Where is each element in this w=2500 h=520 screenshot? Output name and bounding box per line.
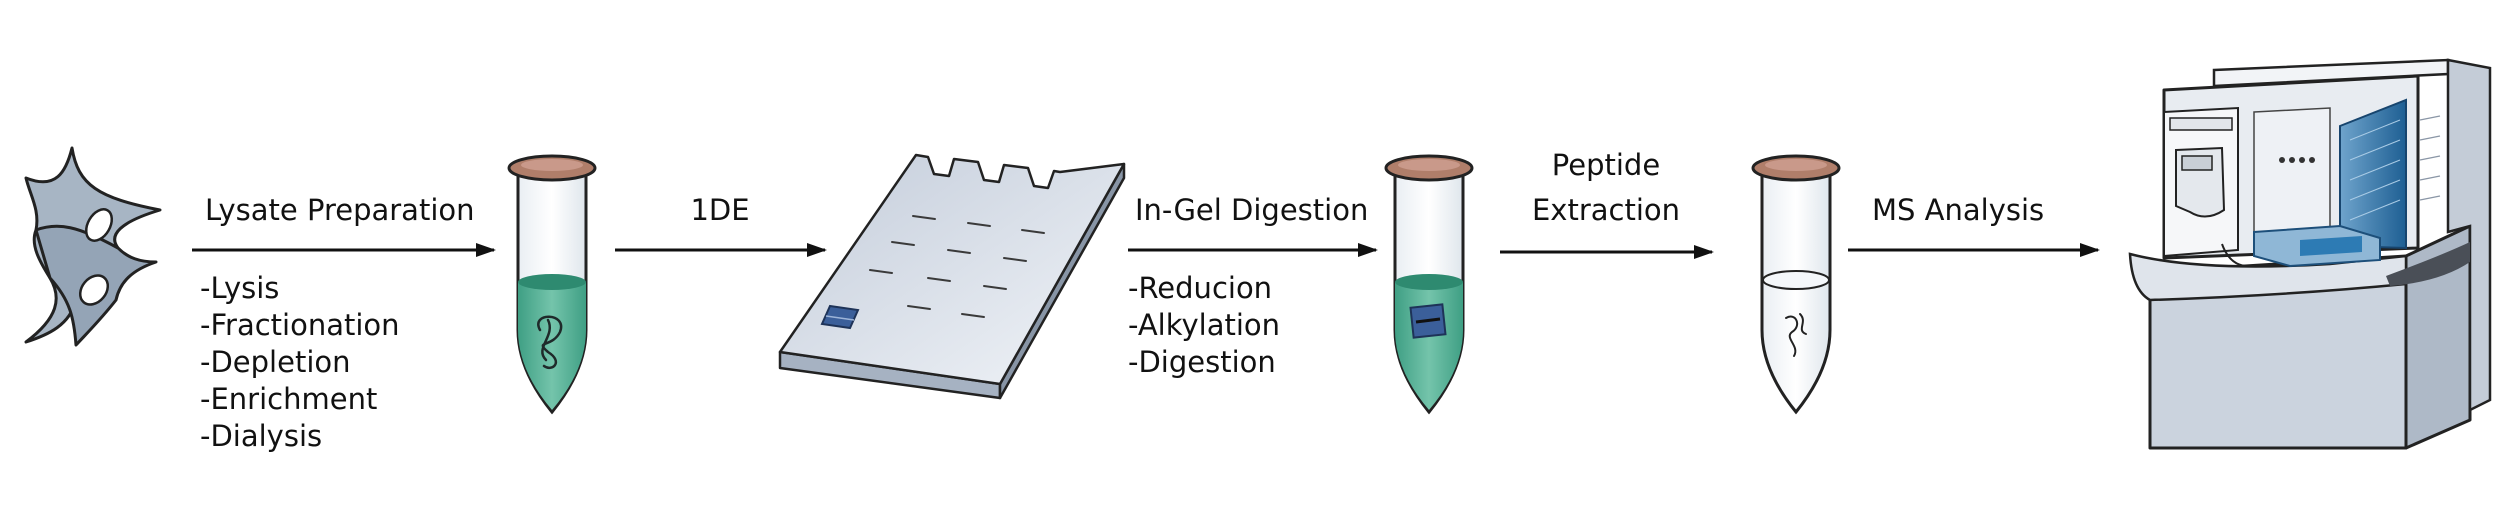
substep-alkylation: -Alkylation [1128, 308, 1281, 342]
step-label-peptide: Peptide [1551, 148, 1661, 182]
cells-icon [24, 146, 162, 347]
step-label-extraction: Extraction [1531, 193, 1681, 227]
tube-peptide-icon [1751, 154, 1841, 415]
step-label-ms-analysis: MS Analysis [1872, 193, 2045, 227]
lysate-substeps: -Lysis -Fractionation -Depletion -Enrich… [200, 270, 400, 455]
gel-icon [778, 153, 1126, 400]
flow-arrows [192, 243, 2100, 259]
digestion-substeps: -Reducion -Alkylation -Digestion [1128, 270, 1280, 381]
tube-gel-piece-icon [1384, 154, 1474, 415]
substep-lysis: -Lysis [200, 271, 280, 305]
step-label-lysate-preparation: Lysate Preparation [205, 193, 475, 227]
mass-spectrometer-icon [2128, 58, 2492, 450]
substep-reducion: -Reducion [1128, 271, 1273, 305]
substep-enrichment: -Enrichment [200, 382, 378, 416]
step-label-in-gel-digestion: In-Gel Digestion [1135, 193, 1369, 227]
substep-digestion: -Digestion [1128, 345, 1276, 379]
substep-dialysis: -Dialysis [200, 419, 323, 453]
substep-fractionation: -Fractionation [200, 308, 400, 342]
substep-depletion: -Depletion [200, 345, 351, 379]
tube-lysate-icon [507, 154, 597, 415]
step-label-1de: 1DE [690, 193, 750, 227]
